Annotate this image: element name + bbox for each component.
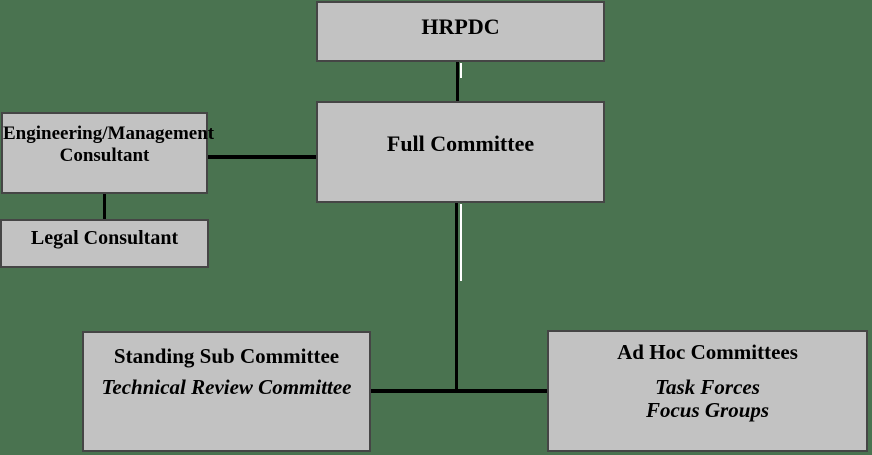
node-full-committee-label: Full Committee [386,131,535,156]
connector-consultant-to-legal [103,194,106,219]
node-full-committee: Full Committee [316,101,605,203]
connector-full-committee-to-subcommittees [455,203,458,391]
node-legal-consultant-label: Legal Consultant [30,227,179,249]
connector-full-committee-highlight-artifact [460,204,462,281]
node-emc-label-line1: Engineering/Management [3,123,215,144]
connector-consultant-to-full-committee [208,155,316,159]
node-emc-label-line2: Consultant [59,145,150,166]
connector-standing-to-adhoc [371,389,547,393]
node-adhoc-subtitle-focus-groups: Focus Groups [645,398,770,422]
node-adhoc-subtitle-task-forces: Task Forces [655,375,760,399]
node-hrpdc: HRPDC [316,1,605,62]
node-standing-title: Standing Sub Committee [113,344,340,368]
node-adhoc-subtitle-group: Task Forces Focus Groups [549,376,866,422]
node-hrpdc-label: HRPDC [421,14,500,39]
connector-hrpdc-to-full-committee [456,62,459,102]
node-standing-subtitle: Technical Review Committee [101,375,352,399]
node-engineering-management-consultant: Engineering/Management Consultant [1,112,215,194]
node-standing-sub-committee: Standing Sub Committee Technical Review … [82,331,371,452]
node-legal-consultant: Legal Consultant [0,219,209,268]
connector-hrpdc-highlight-artifact [460,63,462,78]
node-ad-hoc-committees: Ad Hoc Committees Task Forces Focus Grou… [547,330,868,452]
node-adhoc-title: Ad Hoc Committees [617,340,798,364]
